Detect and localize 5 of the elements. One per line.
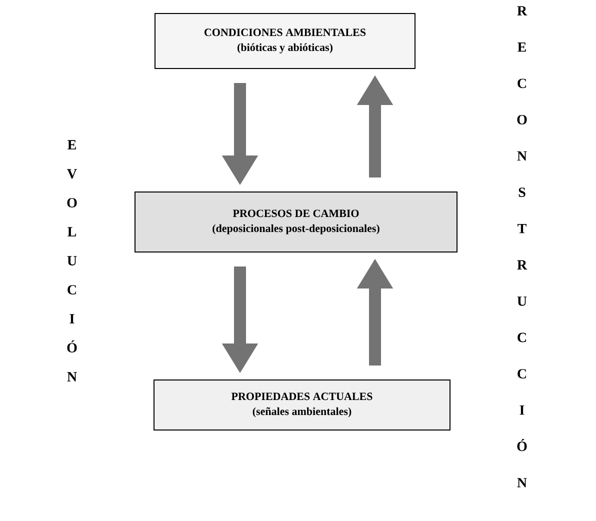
vertical-label: RECONSTRUCCIÓN xyxy=(517,6,528,488)
process-box: CONDICIONES AMBIENTALES (bióticas y abióticas) xyxy=(154,13,416,69)
process-box: PROCESOS DE CAMBIO (deposicionales post-deposicionales) xyxy=(134,192,458,252)
process-box: PROPIEDADES ACTUALES (señales ambientales) xyxy=(154,380,450,430)
vertical-label: EVOLUCIÓN xyxy=(67,140,77,382)
